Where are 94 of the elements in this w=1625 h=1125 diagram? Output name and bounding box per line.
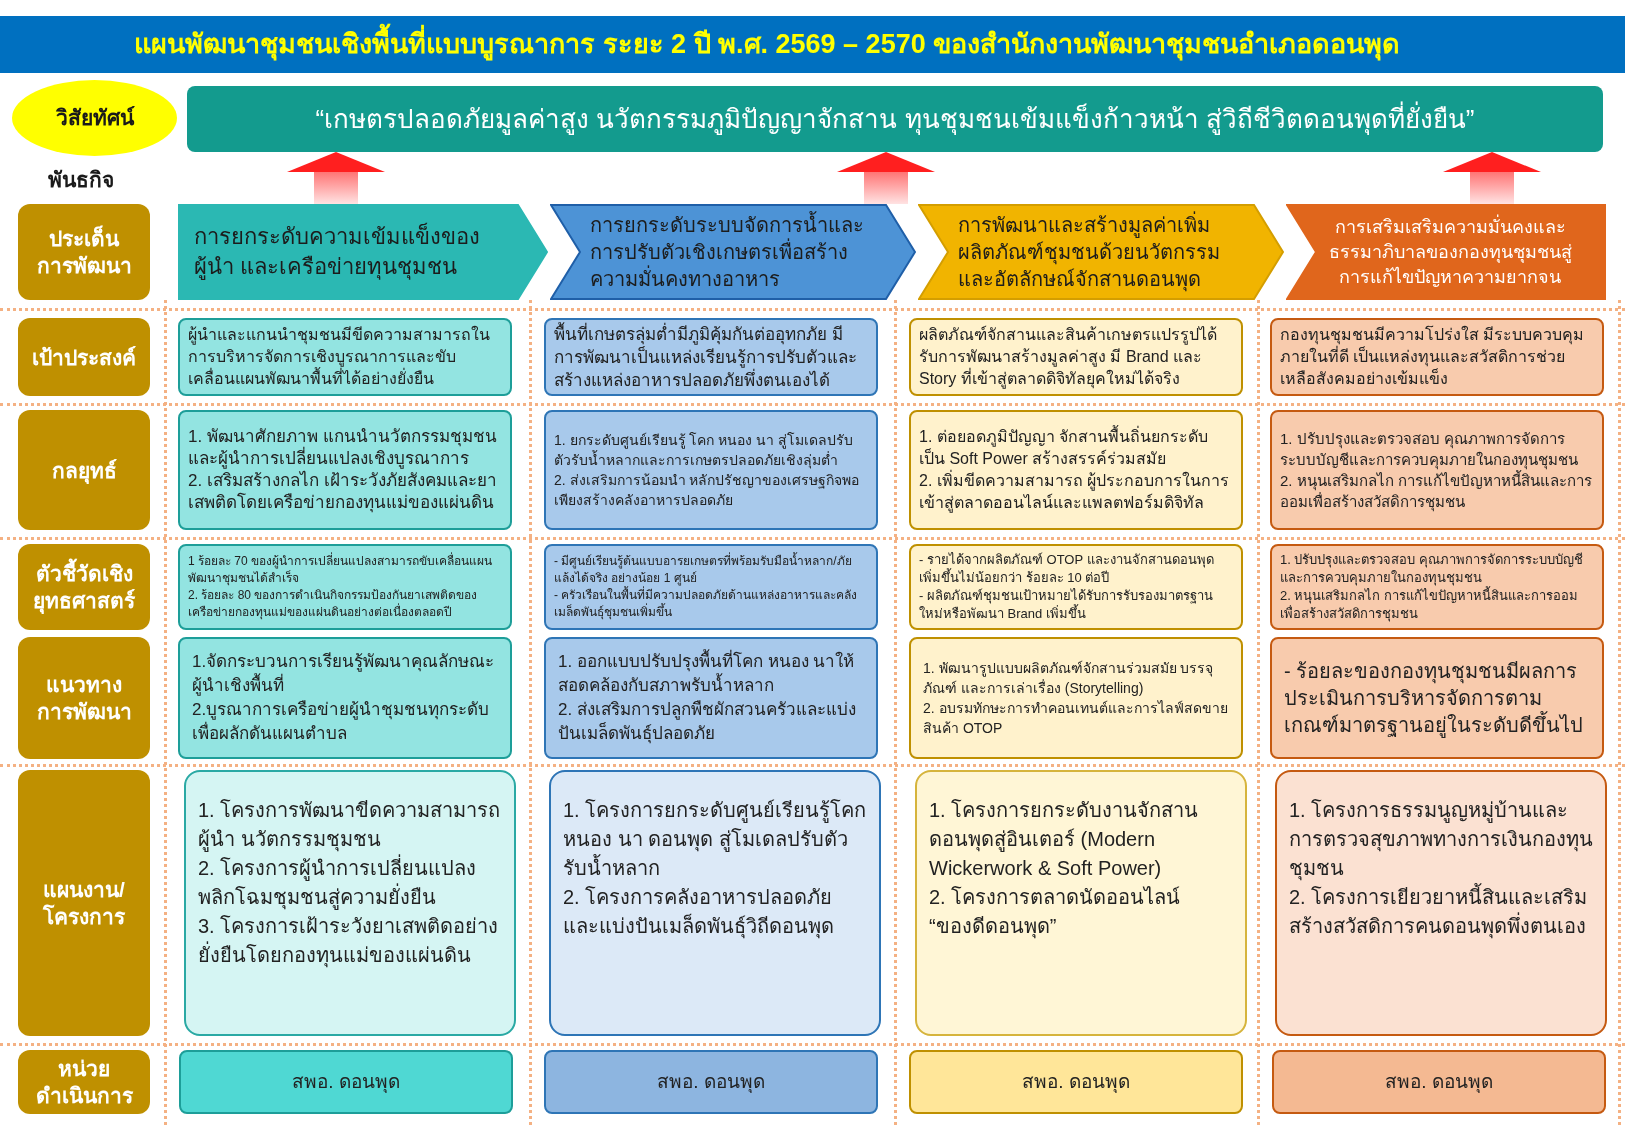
approach-item: 2. อบรมทักษะการทำคอนเทนต์และการไลฟ์สดขายสินค้า OTOP [923, 699, 1229, 738]
row-header-label: ประเด็นการพัฒนา [35, 225, 133, 279]
project-item: 2. โครงการตลาดนัดออนไลน์ “ของดีดอนพุด” [929, 885, 1182, 941]
strategy-item: 2. หนุนเสริมกลไก การแก้ไขปัญหาหนี้สินและการออมเพื่อสร้างสวัสดิการชุมชน [1280, 470, 1594, 512]
issue-title: การยกระดับความเข้มแข็งของผู้นำ และเครือข่ายทุนชุมชน [194, 222, 481, 282]
unit-name: สพอ. ดอนพุด [1385, 1069, 1493, 1095]
project-box [549, 770, 881, 1036]
project-item: 1. โครงการยกระดับงานจักสานดอนพุดสู่อินเตอร์ (Modern Wickerwork & Soft Power) [929, 798, 1200, 881]
strategy-item: 1. พัฒนาศักยภาพ แกนนำนวัตกรรมชุมชนและผู้นำการเปลี่ยนแปลงเชิงบูรณาการ [188, 426, 498, 470]
indicator-item: - มีศูนย์เรียนรู้ต้นแบบอารยเกษตรที่พร้อมรับมือน้ำหลาก/ภัยแล้งได้จริง อย่างน้อย 1 ศูนย์ [554, 553, 852, 586]
strategy-box [178, 410, 512, 530]
issue-title: การยกระดับระบบจัดการน้ำและการปรับตัวเชิงเกษตรเพื่อสร้างความมั่นคงทางอาหาร [590, 211, 865, 292]
row-header-label: หน่วยดำเนินการ [34, 1056, 134, 1109]
approach-item: 1. ออกแบบปรับปรุงพื้นที่โคก หนอง นาให้สอดคล้องกับสภาพรับน้ำหลาก [558, 650, 864, 698]
goal-text: ผู้นำและแกนนำชุมชนมีขีดความสามารถในการบริหารจัดการเชิงบูรณาการและขับเคลื่อนแผนพัฒนาพื้นที่ได้อย่างยั่งยืน [188, 324, 491, 389]
strategy-box [909, 410, 1243, 530]
project-item: 1. โครงการยกระดับศูนย์เรียนรู้โคก หนอง นา ดอนพุด สู่โมเดลปรับตัวรับน้ำหลาก [563, 798, 867, 881]
strategy-item: 2. เพิ่มขีดความสามารถ ผู้ประกอบการในการเข้าสู่ตลาดออนไลน์และแพลตฟอร์มดิจิทัล [919, 470, 1231, 514]
row-header-label: ตัวชี้วัดเชิงยุทธศาสตร์ [26, 560, 142, 614]
issue-title: การเสริมเสริมความมั่นคงและธรรมาภิบาลของกองทุนชุมชนสู่การแก้ไขปัญหาความยากจน [1328, 214, 1572, 289]
row-header-label: เป้าประสงค์ [32, 344, 136, 371]
goal-box [178, 318, 512, 396]
goal-box [909, 318, 1243, 396]
row-header [18, 318, 150, 396]
arrow [1443, 152, 1541, 204]
goal-text: ผลิตภัณฑ์จักสานและสินค้าเกษตรแปรรูปได้รับการพัฒนาสร้างมูลค่าสูง มี Brand และ Story ที่เข้าสู่ตลาดดิจิทัลยุคใหม่ได้จริง [919, 324, 1218, 390]
project-item: 2. โครงการเยียวยาหนี้สินและเสริมสร้างสวัสดิการคนดอนพุดพึ่งตนเอง [1289, 883, 1593, 941]
strategy-item: 1. ต่อยอดภูมิปัญญา จักสานพื้นถิ่นยกระดับเป็น Soft Power สร้างสรรค์ร่วมสมัย [919, 426, 1233, 470]
approach-box [1270, 637, 1604, 759]
vision-banner [187, 86, 1603, 152]
indicator-box [909, 544, 1243, 630]
goal-text: พื้นที่เกษตรลุ่มต่ำมีภูมิคุ้มกันต่ออุทกภัย มีการพัฒนาเป็นแหล่งเรียนรู้การปรับตัวและสร้างแหล่งอาหารปลอดภัยพึ่งตนเองได้ [554, 322, 858, 392]
indicator-box [178, 544, 512, 630]
indicator-box [1270, 544, 1604, 630]
issue-banner [918, 204, 1284, 300]
arrow [287, 152, 385, 204]
row-header-label: แผนงาน/โครงการ [42, 877, 126, 930]
strategy-box [544, 410, 878, 530]
ellipse-label: วิสัยทัศน์ [55, 105, 134, 132]
approach-box [178, 637, 512, 759]
unit-box [179, 1050, 513, 1114]
strategy-item: 2. เสริมสร้างกลไก เฝ้าระวังภัยสังคมและยาเสพติดโดยเครือข่ายกองทุนแม่ของแผ่นดิน [188, 470, 498, 514]
unit-name: สพอ. ดอนพุด [292, 1069, 400, 1095]
project-box [1275, 770, 1607, 1036]
row-header [18, 770, 150, 1036]
unit-box [1272, 1050, 1606, 1114]
approach-item: - ร้อยละของกองทุนชุมชนมีผลการประเมินการบริหารจัดการตามเกณฑ์มาตรฐานอยู่ในระดับดีขึ้นไป [1284, 658, 1584, 739]
row-header [18, 1050, 150, 1114]
row-header [18, 637, 150, 759]
indicator-item: 1 ร้อยละ 70 ของผู้นำการเปลี่ยนแปลงสามารถขับเคลื่อนแผนพัฒนาชุมชนได้สำเร็จ [188, 553, 494, 587]
indicator-item: 2. หนุนเสริมกลไก การแก้ไขปัญหาหนี้สินและการออมเพื่อสร้างสวัสดิการชุมชน [1280, 587, 1594, 623]
vision-statement: “เกษตรปลอดภัยมูลค่าสูง นวัตกรรมภูมิปัญญาจักสาน ทุนชุมชนเข้มแข็งก้าวหน้า สู่วิถีชีวิตดอนพุดที่ยั่งยืน” [315, 102, 1475, 136]
project-item: 1. โครงการธรรมนูญหมู่บ้านและการตรวจสุขภาพทางการเงินกองทุนชุมชน [1289, 798, 1593, 883]
project-item: 2. โครงการผู้นำการเปลี่ยนแปลงพลิกโฉมชุมชนสู่ความยั่งยืน [198, 854, 502, 912]
project-box [184, 770, 516, 1036]
project-item: 2. โครงการคลังอาหารปลอดภัยและแบ่งปันเมล็ดพันธุ์วิถีดอนพุด [563, 885, 835, 941]
issue-title: การพัฒนาและสร้างมูลค่าเพิ่มผลิตภัณฑ์ชุมชนด้วยนวัตกรรมและอัตลักษณ์จักสานดอนพุด [958, 211, 1221, 293]
row-header-label: แนวทางการพัฒนา [35, 672, 133, 725]
row-header-label: กลยุทธ์ [51, 457, 117, 484]
unit-name: สพอ. ดอนพุด [1022, 1069, 1130, 1095]
goal-box [544, 318, 878, 396]
strategy-item: 1. ยกระดับศูนย์เรียนรู้ โคก หนอง นา สู่โมเดลปรับตัวรับน้ำหลากและการเกษตรปลอดภัยเชิงลุ่มต่ำ [554, 431, 855, 470]
unit-box [544, 1050, 878, 1114]
strategy-item: 2. ส่งเสริมการน้อมนำ หลักปรัชญาของเศรษฐกิจพอเพียงสร้างคลังอาหารปลอดภัย [554, 471, 861, 510]
indicator-item: - ผลิตภัณฑ์ชุมชนเป้าหมายได้รับการรับรองมาตรฐานใหม่หรือพัฒนา Brand เพิ่มขึ้น [919, 587, 1214, 623]
strategy-item: 1. ปรับปรุงและตรวจสอบ คุณภาพการจัดการระบบบัญชีและการควบคุมภายในกองทุนชุมชน [1280, 429, 1578, 470]
issue-banner [1286, 204, 1606, 300]
section-label: พันธกิจ [48, 167, 114, 193]
indicator-item: 1. ปรับปรุงและตรวจสอบ คุณภาพการจัดการระบบบัญชีและการควบคุมภายในกองทุนชุมชน [1280, 551, 1585, 586]
row-header [18, 544, 150, 630]
approach-item: 1. พัฒนารูปแบบผลิตภัณฑ์จักสานร่วมสมัย บรรจุภัณฑ์ และการเล่าเรื่อง (Storytelling) [923, 659, 1215, 698]
indicator-item: 2. ร้อยละ 80 ของการดำเนินกิจกรรมป้องกันยาเสพติดของเครือข่ายกองทุนแม่ของแผ่นดินอย่างต่อเนื่องตลอดปี [188, 587, 479, 621]
goal-text: กองทุนชุมชนมีความโปร่งใส มีระบบควบคุมภายในที่ดี เป็นแหล่งทุนและสวัสดิการช่วยเหลือสังคมอย่างเข้มแข็ง [1280, 324, 1586, 389]
project-item: 1. โครงการพัฒนาขีดความสามารถผู้นำ นวัตกรรมชุมชน [198, 798, 502, 854]
project-item: 3. โครงการเฝ้าระวังยาเสพติดอย่างยั่งยืนโดยกองทุนแม่ของแผ่นดิน [198, 914, 500, 970]
issue-banner [550, 204, 916, 300]
project-box [915, 770, 1247, 1036]
title-text: แผนพัฒนาชุมชนเชิงพื้นที่แบบบูรณาการ ระยะ 2 ปี พ.ศ. 2569 – 2570 ของสำนักงานพัฒนาชุมชนอำเภอดอนพุด [134, 24, 1401, 65]
goal-box [1270, 318, 1604, 396]
approach-item: 2. ส่งเสริมการปลูกพืชผักสวนครัวและแบ่งปันเมล็ดพันธุ์ปลอดภัย [558, 699, 857, 746]
row-header [18, 204, 150, 300]
approach-item: 2.บูรณาการเครือข่ายผู้นำชุมชนทุกระดับเพื่อผลักดันแผนตำบล [192, 699, 491, 745]
approach-box [544, 637, 878, 759]
row-header [18, 410, 150, 530]
unit-name: สพอ. ดอนพุด [657, 1069, 765, 1095]
unit-box [909, 1050, 1243, 1114]
approach-box [909, 637, 1243, 759]
approach-item: 1.จัดกระบวนการเรียนรู้พัฒนาคุณลักษณะผู้นำเชิงพื้นที่ [192, 651, 496, 698]
indicator-item: - ครัวเรือนในพื้นที่มีความปลอดภัยด้านแหล่งอาหารและคลังเมล็ดพันธุ์ชุมชนเพิ่มขึ้น [554, 587, 868, 621]
strategy-box [1270, 410, 1604, 530]
indicator-item: - รายได้จากผลิตภัณฑ์ OTOP และงานจักสานดอนพุดเพิ่มขึ้นไม่น้อยกว่า ร้อยละ 10 ต่อปี [919, 551, 1215, 587]
indicator-box [544, 544, 878, 630]
issue-banner [178, 204, 548, 300]
arrow [837, 152, 935, 204]
